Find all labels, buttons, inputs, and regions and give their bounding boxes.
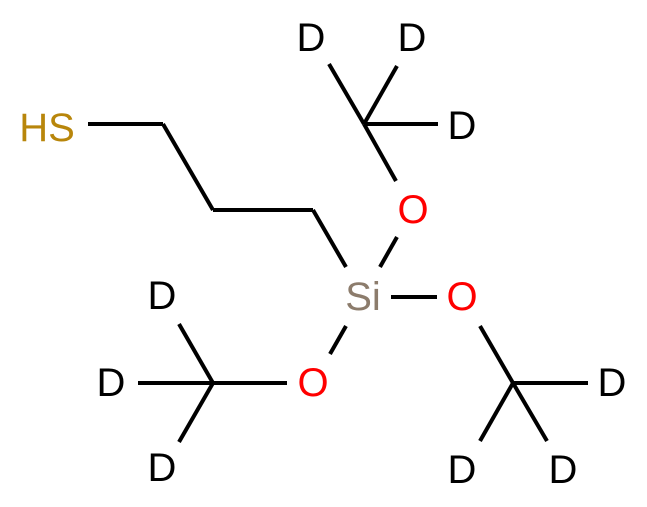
bonds-layer [88, 62, 588, 443]
bond-line [478, 382, 515, 442]
atom-label-o: O [397, 188, 428, 232]
atom-label-o: O [446, 275, 477, 319]
atom-label-d: D [148, 274, 177, 318]
atom-label-d: D [598, 361, 627, 405]
atom-label-d: D [148, 446, 177, 490]
atom-label-d: D [549, 448, 578, 492]
bond-line [362, 123, 398, 182]
bond-line [511, 381, 549, 443]
bond-line [362, 65, 399, 125]
bond-line [478, 324, 515, 385]
atom-label-d: D [448, 448, 477, 492]
atom-label-d: D [398, 16, 427, 60]
bond-line [177, 323, 215, 384]
atom-label-s: HS [19, 106, 75, 150]
bond-line [177, 382, 215, 443]
atom-label-d: D [97, 361, 126, 405]
bond-line [378, 236, 399, 268]
bond-line [327, 62, 366, 126]
atom-label-o: O [297, 361, 328, 405]
bond-line [311, 208, 348, 269]
atom-label-d: D [448, 104, 477, 148]
atom-label-si: Si [345, 275, 381, 319]
bond-line [161, 122, 215, 212]
bond-line [328, 325, 348, 355]
atom-label-d: D [297, 16, 326, 60]
